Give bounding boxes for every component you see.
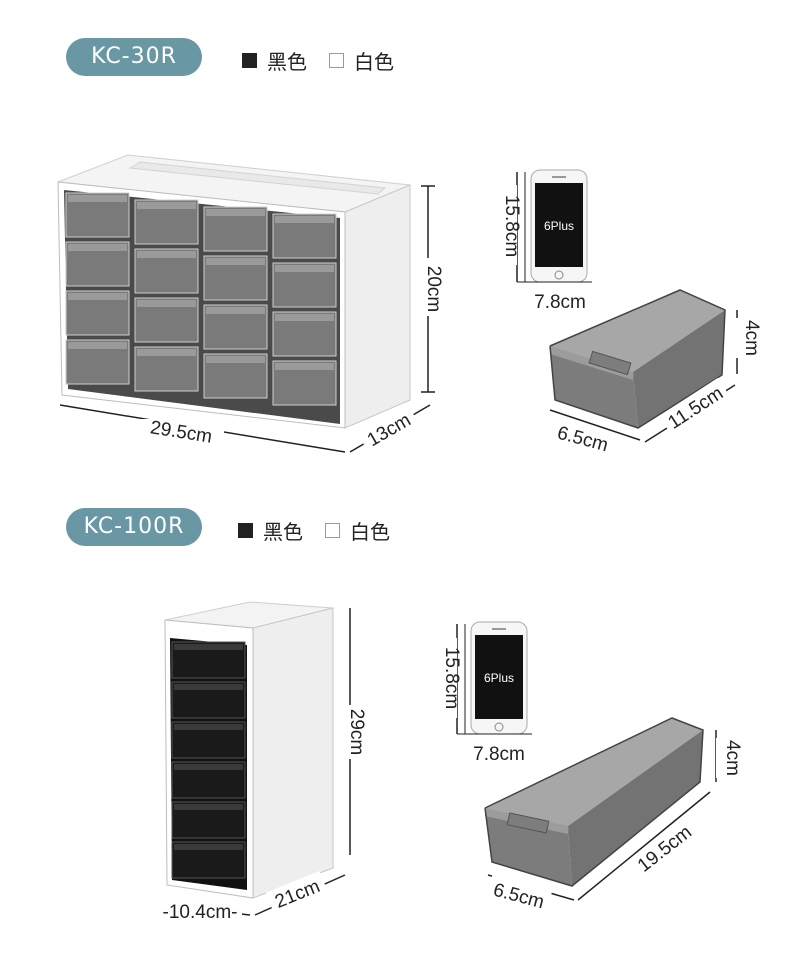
- drawer-handle: [174, 684, 243, 690]
- drawer-image: [549, 289, 726, 429]
- drawer-handle: [68, 244, 127, 251]
- drawer-handle: [68, 293, 127, 300]
- color-legend: 黑色 白色: [238, 516, 412, 545]
- cabinet-width-label: -10.4cm-: [163, 902, 238, 923]
- drawer-handle: [174, 724, 243, 730]
- drawer-handle: [206, 356, 265, 363]
- black-swatch-icon: [238, 523, 253, 538]
- drawer-handle: [206, 258, 265, 265]
- model-badge: KC-30R: [66, 38, 202, 76]
- drawer-handle: [68, 342, 127, 349]
- product-section-kc100r: KC-100R 黑色 白色 29cm -10.4cm- 21cm 6: [0, 490, 790, 973]
- phone-model-label: 6Plus: [544, 219, 574, 233]
- phone-image: 6Plus: [470, 621, 528, 735]
- drawer-handle: [275, 314, 334, 321]
- drawer-handle: [174, 804, 243, 810]
- drawer-stack: [171, 641, 246, 879]
- drawer-handle: [137, 202, 196, 209]
- cabinet-image: [164, 601, 334, 899]
- phone-height-label: 15.8cm: [441, 647, 462, 709]
- color-label-white: 白色: [354, 50, 394, 74]
- drawer-handle: [275, 216, 334, 223]
- drawer-height-label: 4cm: [741, 320, 762, 356]
- drawer-width-label: 6.5cm: [491, 880, 546, 914]
- color-label-black: 黑色: [267, 50, 307, 74]
- phone-width-label: 7.8cm: [473, 744, 525, 765]
- product-section-kc30r: KC-30R 黑色 白色 29.5cm 13cm 20cm: [57, 38, 762, 458]
- drawer-handle: [206, 307, 265, 314]
- color-legend: 黑色 白色: [242, 46, 416, 75]
- drawer-image: [484, 717, 704, 887]
- drawer-handle: [174, 644, 243, 650]
- black-swatch-icon: [242, 53, 257, 68]
- drawer-handle: [275, 363, 334, 370]
- phone-width-label: 7.8cm: [534, 292, 586, 313]
- phone-model-label: 6Plus: [484, 671, 514, 685]
- drawer-grid: [65, 192, 337, 406]
- drawer-handle: [137, 349, 196, 356]
- drawer-handle: [174, 844, 243, 850]
- drawer-handle: [206, 209, 265, 216]
- phone-image: 6Plus: [530, 169, 588, 283]
- drawer-handle: [275, 265, 334, 272]
- color-label-white: 白色: [350, 520, 390, 544]
- white-swatch-icon: [329, 53, 344, 68]
- model-badge: KC-100R: [66, 508, 202, 546]
- color-label-black: 黑色: [263, 520, 303, 544]
- drawer-height-label: 4cm: [722, 740, 743, 776]
- cabinet-height-label: 29cm: [346, 709, 367, 755]
- kc30r-illustration: 29.5cm 13cm 20cm 6Plus 15.8cm 7.8cm: [57, 154, 762, 458]
- phone-height-label: 15.8cm: [501, 195, 522, 257]
- drawer-handle: [68, 195, 127, 202]
- white-swatch-icon: [325, 523, 340, 538]
- drawer-handle: [137, 300, 196, 307]
- cabinet-image: [57, 154, 411, 429]
- cabinet-height-label: 20cm: [423, 266, 444, 312]
- drawer-handle: [174, 764, 243, 770]
- kc100r-illustration: 29cm -10.4cm- 21cm 6Plus 15.8cm 7.8cm: [158, 601, 743, 923]
- drawer-handle: [137, 251, 196, 258]
